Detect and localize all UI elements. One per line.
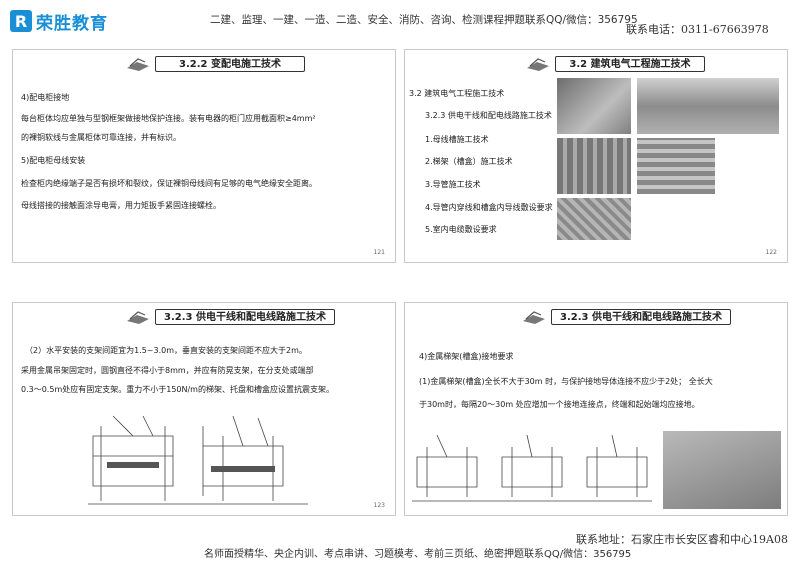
text-line: 5.室内电缆敷设要求 xyxy=(425,225,497,234)
text-line: 每台柜体均应单独与型钢框架做接地保护连接。装有电器的柜门应用截面积≥4mm² xyxy=(21,114,316,123)
book-icon xyxy=(527,58,549,71)
page-number: 121 xyxy=(373,249,385,256)
slide-122: 3.2 建筑电气工程施工技术 3.2 建筑电气工程施工技术 3.2.3 供电干线… xyxy=(404,49,788,263)
text-line: 4.导管内穿线和槽盒内导线敷设要求 xyxy=(425,203,553,212)
text-line: 3.2 建筑电气工程施工技术 xyxy=(409,89,505,98)
slide-124: 3.2.3 供电干线和配电线路施工技术 4)金属梯架(槽盒)接地要求 (1)金属… xyxy=(404,302,788,516)
book-icon xyxy=(127,58,149,71)
slide-title: 3.2.3 供电干线和配电线路施工技术 xyxy=(551,309,731,325)
book-icon xyxy=(127,311,149,324)
page-header: R 荣胜教育 二建、监理、一建、一造、二造、安全、消防、咨询、检测课程押题联系Q… xyxy=(0,0,800,40)
wiring-photo xyxy=(557,198,631,240)
text-line: 于30m时，每隔20～30m 处应增加一个接地连接点，终端和起始端均应接地。 xyxy=(419,400,700,409)
conduit-photo xyxy=(637,138,715,194)
text-line: 的裸铜软线与金属柜体可靠连接，并有标识。 xyxy=(21,133,181,142)
brand-name: 荣胜教育 xyxy=(36,13,108,34)
ladder-tray-photo xyxy=(557,138,631,194)
slide-title: 3.2.3 供电干线和配电线路施工技术 xyxy=(155,309,335,325)
text-line: 5)配电柜母线安装 xyxy=(21,156,86,165)
header-phone: 联系电话：0311-67663978 xyxy=(626,23,769,36)
slide-121: 3.2.2 变配电施工技术 4)配电柜接地 每台柜体均应单独与型钢框架做接地保护… xyxy=(12,49,396,263)
text-line: 采用金属吊架固定时，圆钢直径不得小于8mm，并应有防晃支架，在分支处或端部 xyxy=(21,366,314,375)
slide-title: 3.2.2 变配电施工技术 xyxy=(155,56,305,72)
text-line: (1)金属梯架(槽盒)全长不大于30m 时，与保护接地导体连接不应少于2处； 全… xyxy=(419,377,713,386)
text-line: 4)配电柜接地 xyxy=(21,93,70,102)
page-number: 123 xyxy=(373,502,385,509)
text-line: 3.2.3 供电干线和配电线路施工技术 xyxy=(425,111,552,120)
text-line: 3.导管施工技术 xyxy=(425,180,481,189)
slide-title-bar: 3.2.2 变配电施工技术 xyxy=(13,54,395,74)
footer-contact-line: 名师面授精华、央企内训、考点串讲、习题模考、考前三页纸、绝密押题联系QQ/微信：… xyxy=(204,549,632,560)
tray-grounding-diagram xyxy=(412,434,652,502)
slide-title-bar: 3.2.3 供电干线和配电线路施工技术 xyxy=(13,307,395,327)
slide-title: 3.2 建筑电气工程施工技术 xyxy=(555,56,705,72)
brand-logo: R 荣胜教育 xyxy=(10,8,108,34)
text-line: 母线搭接的接触面涂导电膏，用力矩扳手紧固连接螺栓。 xyxy=(21,201,221,210)
cable-tray-photo xyxy=(637,78,779,134)
text-line: 2.梯架（槽盒）施工技术 xyxy=(425,157,513,166)
text-line: 0.3～0.5m处应有固定支架。重力不小于150N/m的梯架、托盘和槽盒应设置抗… xyxy=(21,385,334,394)
text-line: 4)金属梯架(槽盒)接地要求 xyxy=(419,352,514,361)
text-line: （2）水平安装的支架间距宜为1.5~3.0m，垂直安装的支架间距不应大于2m。 xyxy=(25,346,307,355)
brand-logo-icon: R xyxy=(10,10,32,32)
slide-title-bar: 3.2 建筑电气工程施工技术 xyxy=(405,54,787,74)
footer-address: 联系地址：石家庄市长安区睿和中心19A08 xyxy=(576,533,788,546)
text-line: 检查柜内绝缘端子是否有损坏和裂纹，保证裸铜母线间有足够的电气绝缘安全距离。 xyxy=(21,179,317,188)
text-line: 1.母线槽施工技术 xyxy=(425,135,489,144)
slide-title-bar: 3.2.3 供电干线和配电线路施工技术 xyxy=(405,307,787,327)
busway-photo xyxy=(557,78,631,134)
book-icon xyxy=(523,311,545,324)
page-number: 122 xyxy=(765,249,777,256)
header-contact-line: 二建、监理、一建、一造、二造、安全、消防、咨询、检测课程押题联系QQ/微信：35… xyxy=(210,14,638,26)
tray-installation-photo xyxy=(663,431,781,509)
slide-123: 3.2.3 供电干线和配电线路施工技术 （2）水平安装的支架间距宜为1.5~3.… xyxy=(12,302,396,516)
support-bracket-diagram xyxy=(88,415,308,505)
